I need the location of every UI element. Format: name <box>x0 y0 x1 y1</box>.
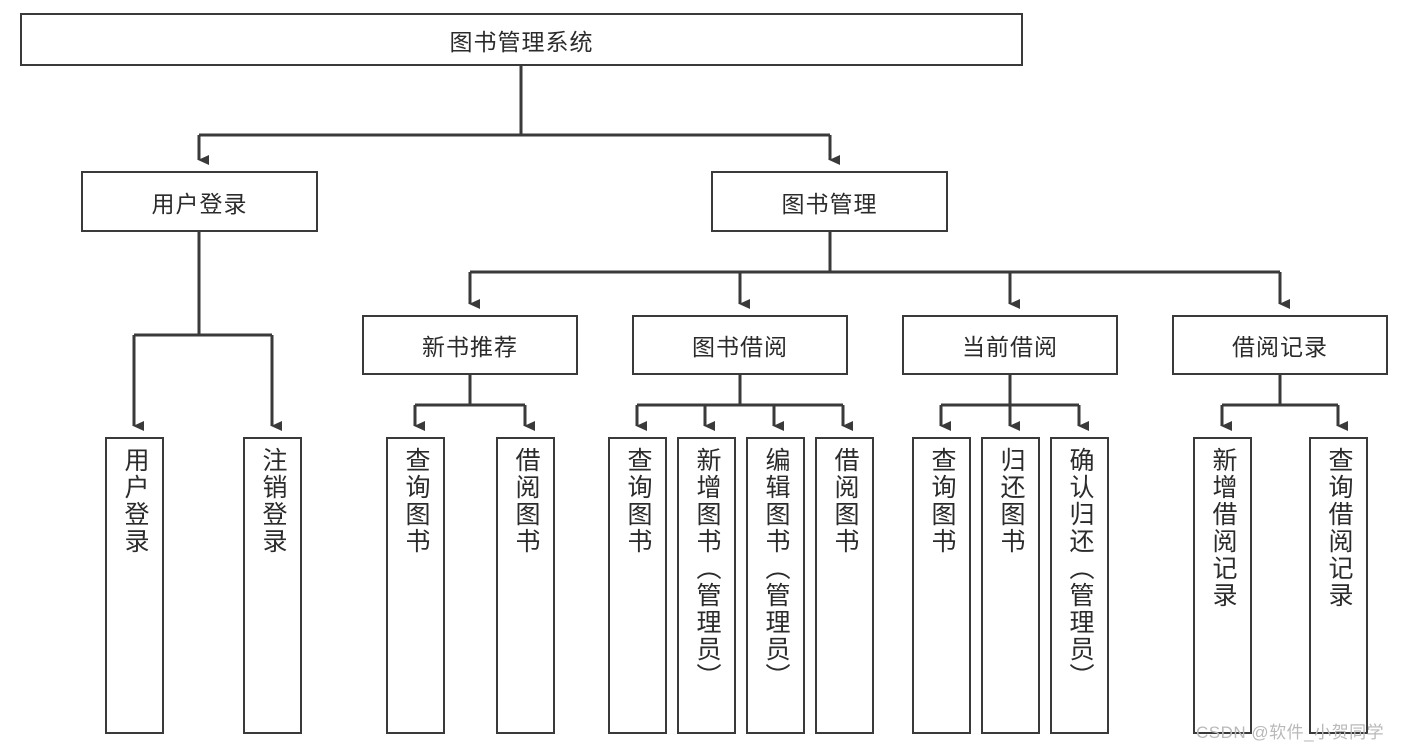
leaf-current-borrow-return[interactable]: 归还图书 <box>981 437 1040 734</box>
leaf-new-book-borrow[interactable]: 借阅图书 <box>496 437 555 734</box>
leaf-new-book-query[interactable]: 查询图书 <box>386 437 445 734</box>
leaf-label: 借阅图书 <box>831 447 859 555</box>
node-book-borrow[interactable]: 图书借阅 <box>632 315 848 375</box>
leaf-user-login-signout[interactable]: 注销登录 <box>243 437 302 734</box>
node-label: 图书借阅 <box>692 334 788 360</box>
leaf-label: 注销登录 <box>259 447 287 555</box>
leaf-current-borrow-query[interactable]: 查询图书 <box>912 437 971 734</box>
leaf-borrow-record-query[interactable]: 查询借阅记录 <box>1309 437 1368 734</box>
node-borrow-record[interactable]: 借阅记录 <box>1172 315 1388 375</box>
leaf-book-borrow-borrow[interactable]: 借阅图书 <box>815 437 874 734</box>
leaf-label: 查询图书 <box>928 447 956 555</box>
node-current-borrow[interactable]: 当前借阅 <box>902 315 1118 375</box>
leaf-label: 查询借阅记录 <box>1325 447 1353 609</box>
node-label: 借阅记录 <box>1232 334 1328 360</box>
leaf-label: 归还图书 <box>997 447 1025 555</box>
node-label: 用户登录 <box>151 190 248 217</box>
node-label: 图书管理系统 <box>449 28 594 55</box>
node-user-login[interactable]: 用户登录 <box>81 171 318 232</box>
node-label: 新书推荐 <box>422 334 518 360</box>
watermark-text: CSDN @软件_小贺同学 <box>1196 723 1385 742</box>
leaf-label: 新增图书（管理员） <box>693 447 721 690</box>
leaf-book-borrow-add[interactable]: 新增图书（管理员） <box>677 437 736 734</box>
leaf-label: 借阅图书 <box>512 447 540 555</box>
csdn-watermark: CSDN @软件_小贺同学 <box>1196 718 1384 743</box>
leaf-book-borrow-query[interactable]: 查询图书 <box>608 437 667 734</box>
node-new-book-recommend[interactable]: 新书推荐 <box>362 315 578 375</box>
leaf-label: 新增借阅记录 <box>1209 447 1237 609</box>
node-label: 图书管理 <box>781 190 878 217</box>
leaf-borrow-record-add[interactable]: 新增借阅记录 <box>1193 437 1252 734</box>
leaf-label: 编辑图书（管理员） <box>762 447 790 690</box>
leaf-label: 查询图书 <box>402 447 430 555</box>
node-label: 当前借阅 <box>962 334 1058 360</box>
leaf-label: 确认归还（管理员） <box>1066 447 1094 690</box>
leaf-label: 用户登录 <box>121 447 149 555</box>
node-book-management[interactable]: 图书管理 <box>711 171 948 232</box>
leaf-user-login-signin[interactable]: 用户登录 <box>105 437 164 734</box>
leaf-book-borrow-edit[interactable]: 编辑图书（管理员） <box>746 437 805 734</box>
leaf-current-borrow-confirm-return[interactable]: 确认归还（管理员） <box>1050 437 1109 734</box>
node-root-system[interactable]: 图书管理系统 <box>20 13 1023 66</box>
leaf-label: 查询图书 <box>624 447 652 555</box>
